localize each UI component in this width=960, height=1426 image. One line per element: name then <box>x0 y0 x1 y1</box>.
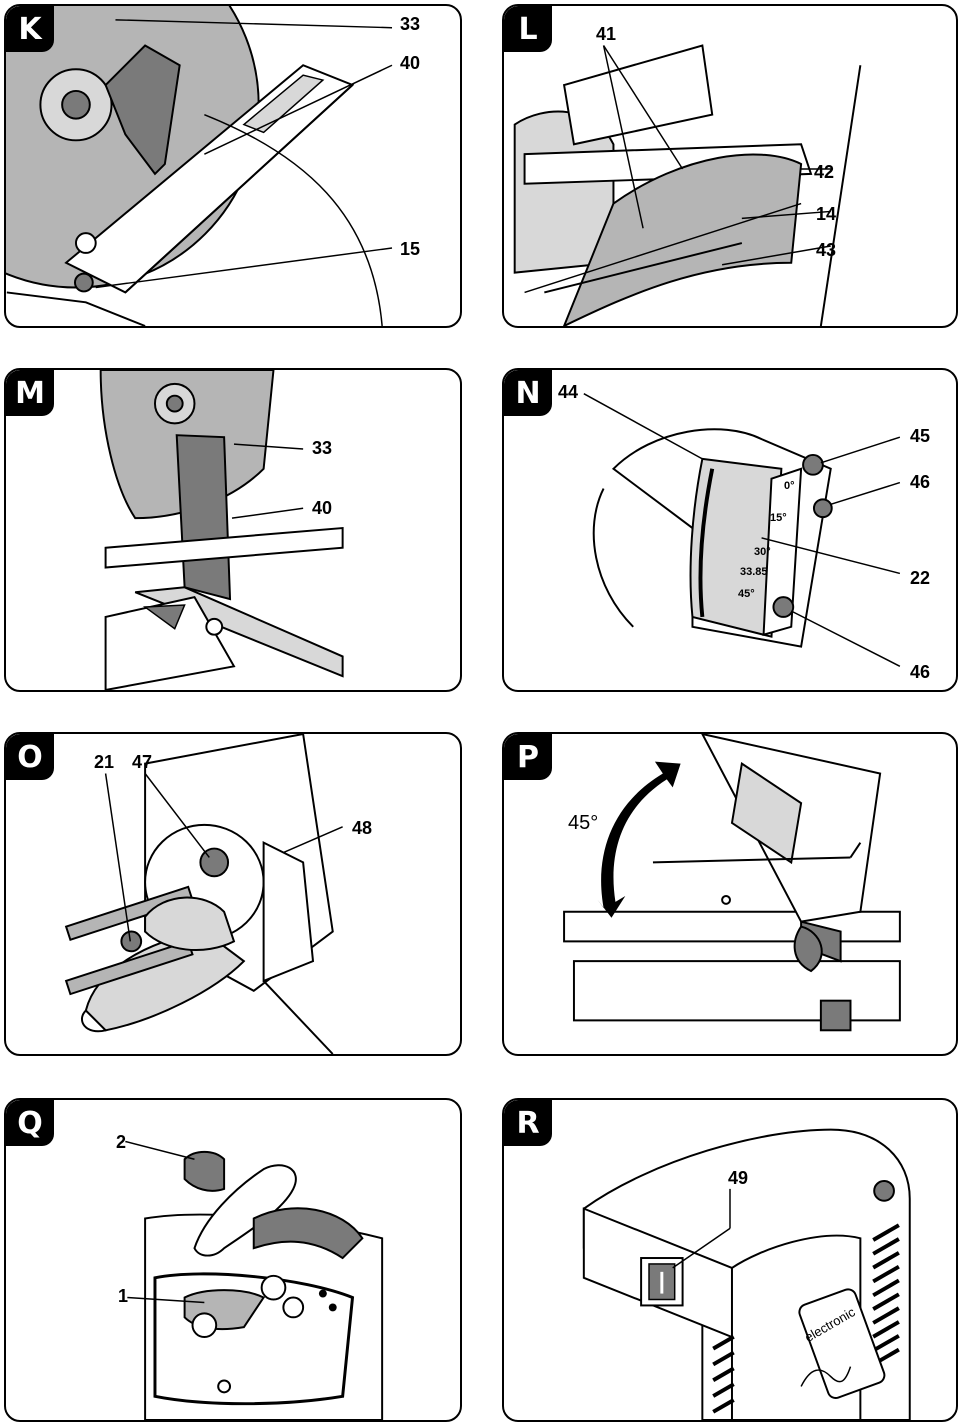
callout-2: 2 <box>116 1132 127 1152</box>
callout-49: 49 <box>728 1168 749 1188</box>
callout-45: 45 <box>910 426 931 446</box>
callout-42: 42 <box>814 162 835 182</box>
figure-o-drawing <box>64 734 343 1054</box>
callout-15: 15 <box>400 239 421 259</box>
callout-40: 40 <box>312 498 333 518</box>
panel-l: L 41 42 14 43 <box>502 4 958 328</box>
panel-tag: M <box>6 370 54 416</box>
panel-m: M 33 40 <box>4 368 462 692</box>
callout-46-top: 46 <box>910 472 931 492</box>
callout-47: 47 <box>132 752 153 772</box>
panel-tag: L <box>504 6 552 52</box>
panel-tag: R <box>504 1100 552 1146</box>
callout-33: 33 <box>400 14 421 34</box>
callout-1: 1 <box>118 1286 129 1306</box>
callout-14: 14 <box>816 204 837 224</box>
panel-q: Q 2 1 <box>4 1098 462 1422</box>
callout-48: 48 <box>352 818 373 838</box>
figure-n-drawing <box>583 393 901 667</box>
callout-40: 40 <box>400 53 421 73</box>
callout-41: 41 <box>596 24 617 44</box>
callout-43: 43 <box>816 240 837 260</box>
panel-n: N 0° 15° 30° 33.85 45° 44 45 46 22 46 <box>502 368 958 692</box>
panel-p: P 45° <box>502 732 958 1056</box>
callout-46-bottom: 46 <box>910 662 931 682</box>
figure-r-drawing <box>582 1128 911 1420</box>
figure-q-drawing <box>125 1140 384 1420</box>
scale-33-85: 33.85 <box>740 566 768 578</box>
callout-21: 21 <box>94 752 115 772</box>
figure-k-drawing <box>6 6 393 326</box>
scale-45: 45° <box>738 588 755 600</box>
panel-tag: N <box>504 370 552 416</box>
scale-15: 15° <box>770 512 787 524</box>
callout-33: 33 <box>312 438 333 458</box>
figure-l-drawing <box>513 44 862 326</box>
panel-o: O 21 47 48 <box>4 732 462 1056</box>
panel-tag: O <box>6 734 54 780</box>
angle-label: 45° <box>568 812 599 834</box>
panel-tag: Q <box>6 1100 54 1146</box>
callout-44: 44 <box>558 382 579 402</box>
scale-30: 30° <box>754 546 771 558</box>
panel-tag: P <box>504 734 552 780</box>
figure-m-drawing <box>99 370 344 690</box>
scale-0: 0° <box>784 480 795 492</box>
figure-p-drawing <box>563 734 901 1032</box>
panel-k: K 33 40 15 <box>4 4 462 328</box>
panel-tag: K <box>6 6 54 52</box>
panel-r: R 49 electronic <box>502 1098 958 1422</box>
callout-22: 22 <box>910 568 931 588</box>
